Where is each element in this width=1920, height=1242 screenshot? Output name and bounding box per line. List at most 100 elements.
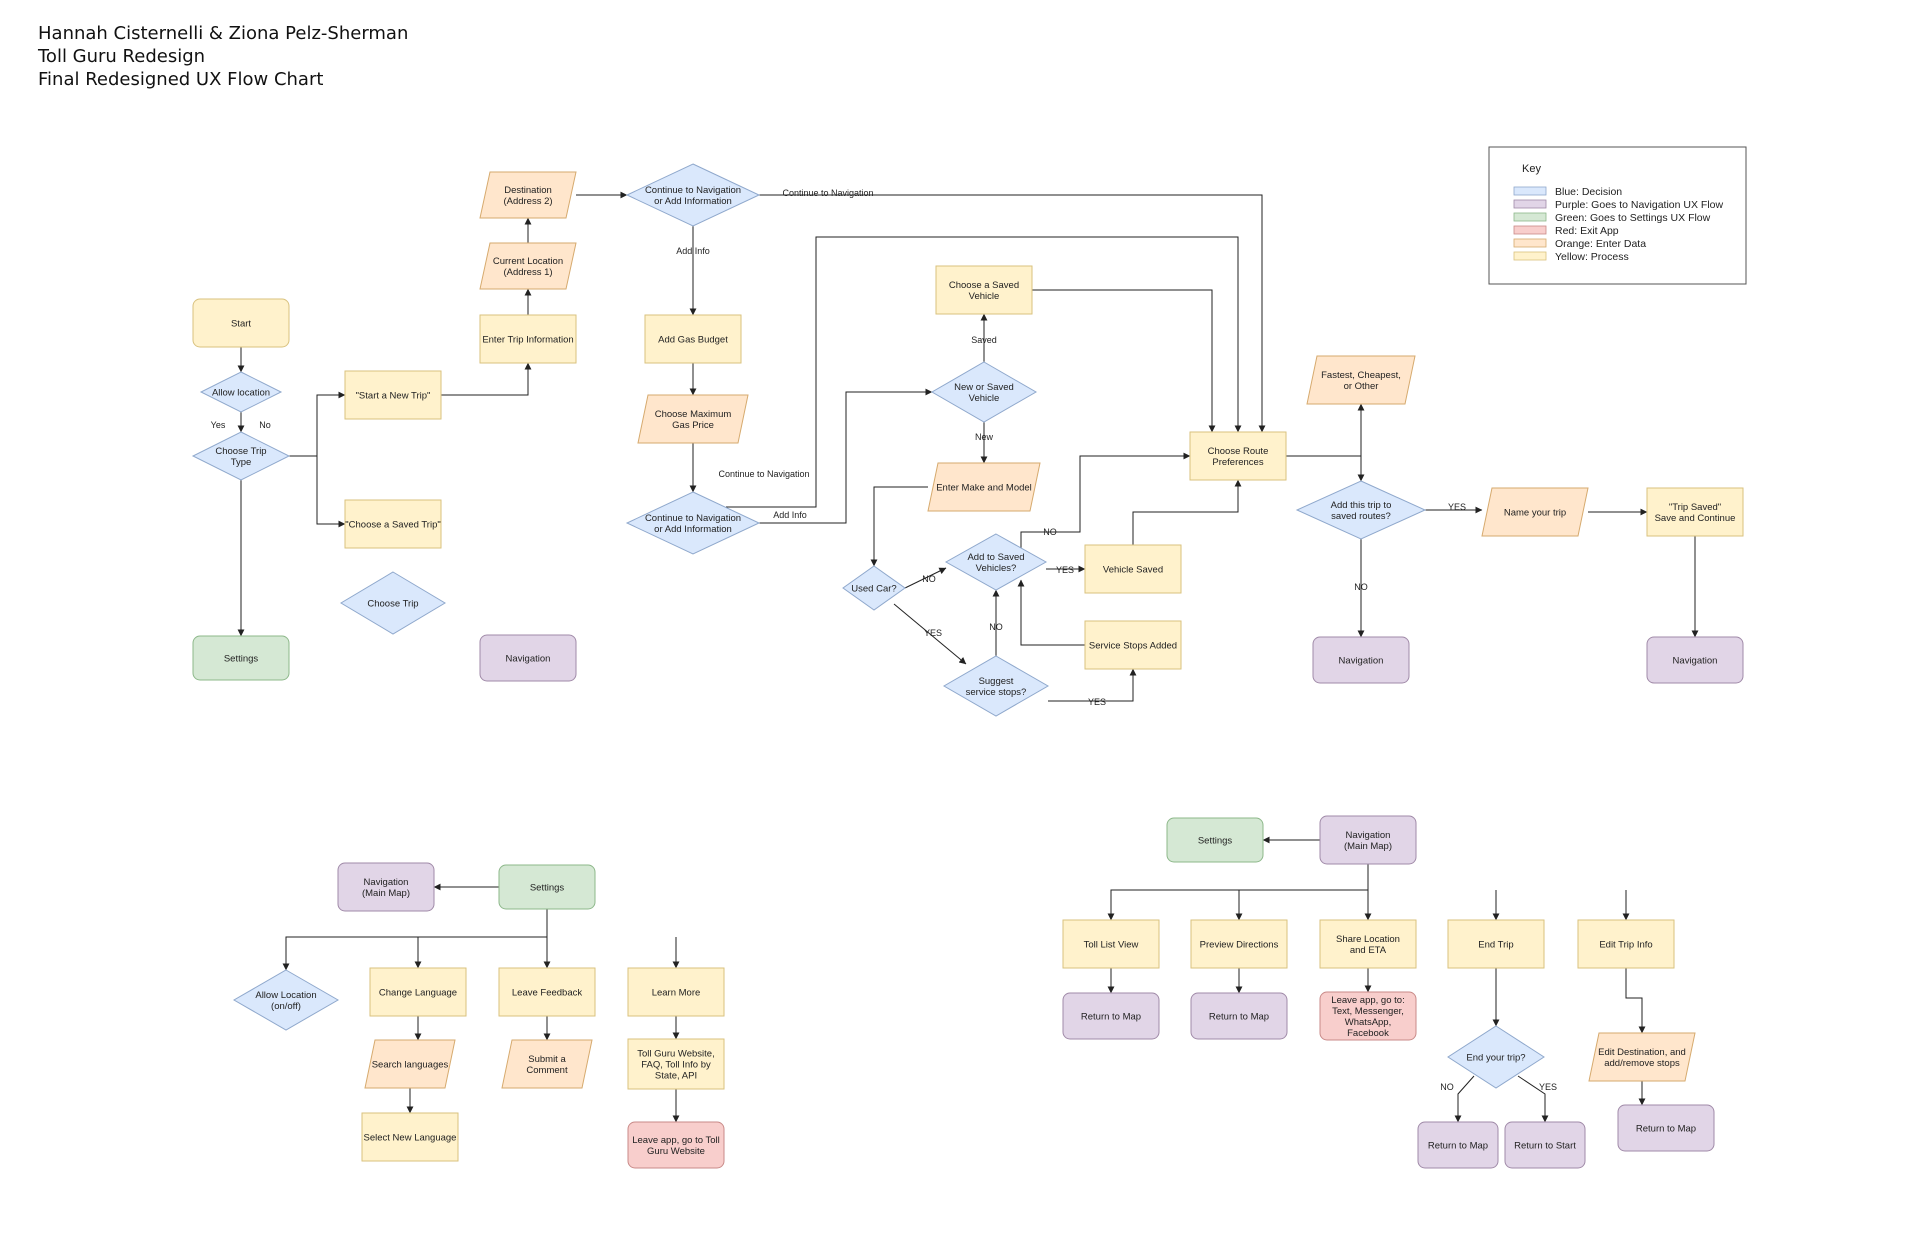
- node-shape: [1646, 487, 1744, 537]
- node-shape: [944, 533, 1048, 591]
- node-shape: [1447, 1025, 1545, 1089]
- connector-arrow: [441, 362, 532, 396]
- node-n-return-start: Return to Start: [1504, 1121, 1586, 1169]
- node-label: Allow Location(on/off): [255, 990, 316, 1012]
- node-shape: [340, 571, 446, 635]
- connector-arrow: [870, 486, 928, 567]
- node-shape: [199, 371, 283, 413]
- edge-label-text: NO: [922, 574, 936, 584]
- node-choose-saved-trip: "Choose a Saved Trip": [344, 499, 442, 549]
- node-shape: [1646, 636, 1744, 684]
- node-label: Navigation(Main Map): [1344, 830, 1392, 852]
- node-n-return-map-4: Return to Map: [1617, 1104, 1715, 1152]
- node-n-toll-list-view: Toll List View: [1062, 919, 1160, 969]
- node-settings-main: Settings: [192, 635, 290, 681]
- node-label: Enter Make and Model: [936, 482, 1032, 493]
- edge-label: No: [259, 420, 271, 430]
- node-shape: [942, 655, 1050, 717]
- node-label: Add Gas Budget: [658, 334, 728, 345]
- edge-label: Saved: [971, 335, 997, 345]
- edge-label-text: Continue to Navigation: [718, 469, 809, 479]
- node-shape: [935, 265, 1033, 315]
- node-label: End your trip?: [1466, 1052, 1525, 1063]
- node-label: Fastest, Cheapest,or Other: [1321, 370, 1401, 392]
- node-label: Return to Map: [1209, 1011, 1269, 1022]
- node-label: Return to Map: [1428, 1140, 1488, 1151]
- edge-label-text: NO: [1440, 1082, 1454, 1092]
- edge-label-text: No: [259, 420, 271, 430]
- node-s-search-languages: Search languages: [364, 1039, 456, 1089]
- node-n-end-trip: End Trip: [1447, 919, 1545, 969]
- node-shape: [344, 499, 442, 549]
- node-s-change-language: Change Language: [369, 967, 467, 1017]
- header-authors: Hannah Cisternelli & Ziona Pelz-Sherman: [38, 23, 409, 44]
- node-shape: [1588, 1032, 1696, 1082]
- connector-arrow: [904, 567, 947, 589]
- edge-label-text: Continue to Navigation: [782, 188, 873, 198]
- edge-label-text: Add Info: [676, 246, 710, 256]
- node-shape: [1084, 544, 1182, 594]
- legend-swatch: [1513, 238, 1547, 248]
- node-n-leave-app-share: Leave app, go to:Text, Messenger,WhatsAp…: [1319, 991, 1417, 1041]
- node-shape: [479, 171, 577, 219]
- edge-label: NO: [1354, 582, 1368, 592]
- node-shape: [361, 1112, 459, 1162]
- node-name-your-trip: Name your trip: [1481, 487, 1589, 537]
- edge-label: NO: [989, 622, 1003, 632]
- legend-swatch: [1513, 251, 1547, 261]
- connector-arrow: [759, 194, 1266, 433]
- node-shape: [498, 967, 596, 1017]
- legend-item-label: Red: Exit App: [1555, 225, 1619, 237]
- edge-label-text: YES: [1448, 502, 1466, 512]
- node-label: Used Car?: [851, 583, 896, 594]
- node-label: "Choose a Saved Trip": [345, 519, 440, 530]
- edge-label: Yes: [211, 420, 226, 430]
- node-label: Destination(Address 2): [503, 185, 552, 207]
- connector-arrow: [289, 391, 346, 457]
- node-n-return-map-3: Return to Map: [1417, 1121, 1499, 1169]
- node-shape: [842, 565, 906, 611]
- node-s-allow-location: Allow Location(on/off): [232, 969, 340, 1031]
- node-shape: [637, 394, 749, 444]
- edge-label-text: Yes: [211, 420, 226, 430]
- node-used-car: Used Car?: [842, 565, 906, 611]
- node-label: Learn More: [652, 987, 701, 998]
- node-n-edit-trip-info: Edit Trip Info: [1577, 919, 1675, 969]
- legend-item-label: Yellow: Process: [1555, 251, 1629, 263]
- node-shape: [192, 298, 290, 348]
- node-shape: [927, 462, 1041, 512]
- node-s-settings: Settings: [498, 864, 596, 910]
- connector-arrow: [726, 236, 1242, 508]
- edge-label-text: YES: [924, 628, 942, 638]
- node-label: "Start a New Trip": [356, 390, 431, 401]
- node-label: End Trip: [1478, 939, 1513, 950]
- node-n-navigation-main-map: Navigation(Main Map): [1319, 815, 1417, 865]
- node-enter-trip-info: Enter Trip Information: [479, 314, 577, 364]
- node-shape: [337, 862, 435, 912]
- node-shape: [627, 967, 725, 1017]
- node-fastest-cheapest: Fastest, Cheapest,or Other: [1306, 355, 1416, 405]
- connector-arrow: [316, 456, 346, 528]
- legend-swatch: [1513, 186, 1547, 196]
- node-label: Settings: [530, 882, 565, 893]
- node-shape: [625, 163, 761, 227]
- node-label: Allow location: [212, 387, 270, 398]
- node-shape: [1062, 992, 1160, 1040]
- node-shape: [627, 1038, 725, 1090]
- node-n-return-map-2: Return to Map: [1190, 992, 1288, 1040]
